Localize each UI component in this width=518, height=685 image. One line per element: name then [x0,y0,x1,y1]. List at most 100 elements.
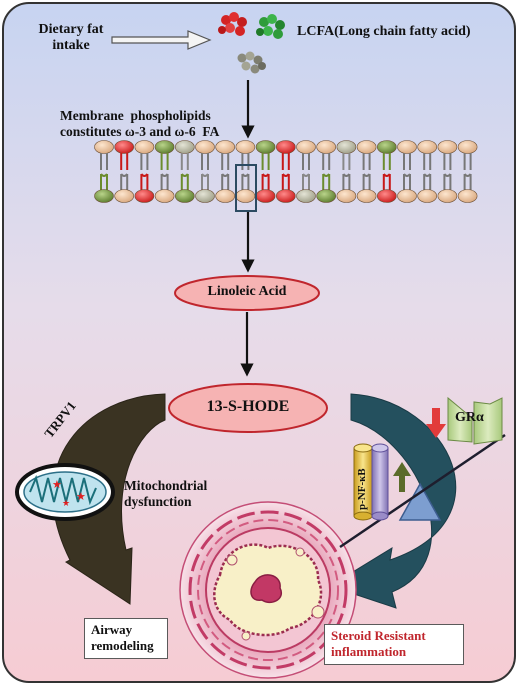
phospholipid-tail [362,153,371,170]
phospholipid-head [336,140,357,154]
phospholipid-tail [463,153,472,170]
lcfa-green-molecule-icon [256,14,285,39]
phospholipid-head [316,189,337,203]
phospholipid-head [235,140,256,154]
phospholipid-tail [120,153,129,170]
svg-text:★: ★ [76,491,86,503]
phospholipid-head [114,140,134,154]
phospholipid-tail [443,153,452,170]
phospholipid-tail [120,173,129,190]
phospholipid-tail [362,173,371,190]
phospholipid-head [175,140,195,154]
phospholipid-head [195,140,215,154]
linoleic-acid-node [174,275,320,311]
seesaw-fulcrum-icon [398,482,442,521]
svg-text:★: ★ [62,498,70,508]
phospholipid-tail [261,153,270,170]
pnfkb-cylinder-icon [353,443,389,521]
phospholipid-tail [160,173,169,190]
phospholipid-tail [221,153,230,170]
seesaw-beam [339,433,506,549]
gr-alpha-protein-icon [447,396,503,445]
membrane-label: Membrane phospholipids constitutes ω-3 a… [60,108,220,139]
phospholipid-tail [403,153,411,170]
increase-arrow-icon [393,462,411,492]
hollow-arrow-icon [111,30,212,50]
phospholipid-tail [241,173,250,190]
dietary-fat-label: Dietary fat intake [38,22,104,54]
airway-cross-section-icon [179,501,357,679]
phospholipid-tail [100,153,108,170]
highlight-box [235,164,257,212]
phospholipid-tail [342,173,351,190]
phospholipid-head [195,189,215,203]
phospholipid-head [457,140,478,154]
hode-label: 13-S-HODE [206,398,290,415]
phospholipid-head [154,140,175,154]
phospholipid-head [296,140,316,154]
lcfa-label: LCFA(Long chain fatty acid) [297,24,471,39]
phospholipid-head [175,189,195,203]
phospholipid-head [255,189,276,203]
phospholipid-tail [140,153,149,170]
mitochondrion-icon: ★ ★ ★ [15,463,115,521]
lcfa-red-molecule-icon [218,12,247,36]
phospholipid-head [397,140,417,154]
phospholipid-tail [463,173,472,190]
phospholipid-tail [403,173,411,190]
phospholipid-tail [201,173,209,190]
phospholipid-tail [140,173,149,190]
phospholipid-head [275,189,296,203]
phospholipid-head [356,140,377,154]
phospholipid-tail [221,173,230,190]
airway-remodeling-box: Airway remodeling [84,618,168,659]
phospholipid-tail [443,173,452,190]
phospholipid-tail [201,153,209,170]
phospholipid-tail [423,173,432,190]
phospholipid-head [417,140,438,154]
phospholipid-head [356,189,377,203]
linoleic-acid-label: Linoleic Acid [207,284,287,299]
phospholipid-tail [281,173,290,190]
phospholipid-tail [382,153,391,170]
phospholipid-head [215,189,235,203]
phospholipid-tail [322,173,331,190]
phospholipid-tail [180,173,189,190]
phospholipid-head [134,189,155,203]
decrease-arrow-icon [426,408,446,438]
phospholipid-tail [322,153,331,170]
phospholipid-tail [241,153,250,170]
steroid-resistant-box: Steroid Resistant inflammation [324,624,464,665]
phospholipid-head [114,189,134,203]
phospholipid-head [275,140,296,154]
phospholipid-head [235,189,256,203]
gr-alpha-label: GRα [455,410,484,425]
phospholipid-tail [302,153,310,170]
phospholipid-tail [342,153,351,170]
phospholipid-tail [180,153,189,170]
phospholipid-head [457,189,478,203]
phospholipid-tail [160,153,169,170]
phospholipid-head [376,189,397,203]
phospholipid-head [296,189,316,203]
lcfa-gray-molecule-icon [237,51,266,74]
phospholipid-head [437,140,458,154]
svg-text:★: ★ [52,479,62,491]
phospholipid-head [397,189,417,203]
phospholipid-tail [281,153,290,170]
pnfkb-label: p-NF-κB [356,468,368,510]
mitochondrial-dysfunction-label: Mitochondrial dysfunction [124,478,208,509]
hode-node [168,383,328,433]
phospholipid-tail [423,153,432,170]
phospholipid-tail [261,173,270,190]
phospholipid-head [316,140,337,154]
phospholipid-head [417,189,438,203]
phospholipid-head [437,189,458,203]
phospholipid-tail [382,173,391,190]
phospholipid-head [215,140,235,154]
phospholipid-head [376,140,397,154]
phospholipid-head [154,189,175,203]
phospholipid-head [94,189,114,203]
membrane-bilayer [94,140,478,203]
